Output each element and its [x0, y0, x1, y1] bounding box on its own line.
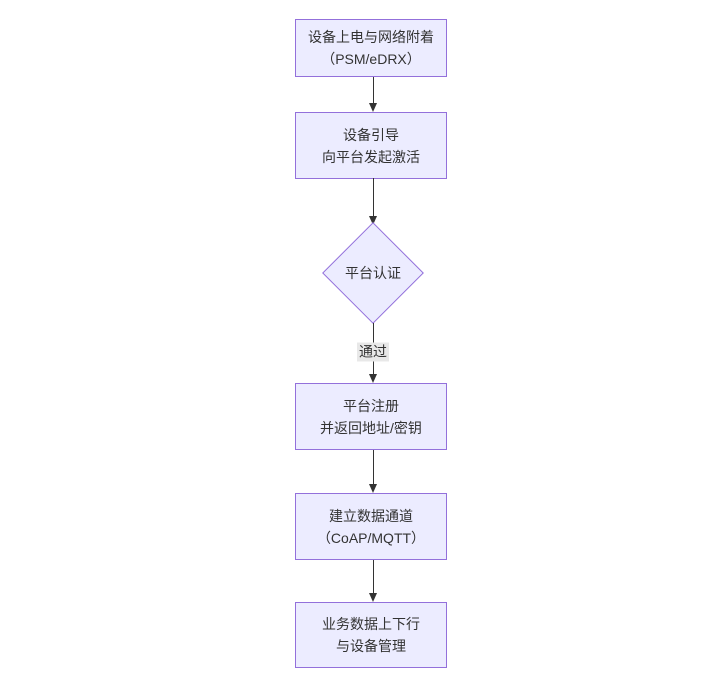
node-label-line: 建立数据通道 [329, 507, 413, 524]
node-business-data: 业务数据上下行 与设备管理 [295, 602, 447, 668]
edge-d-e [367, 450, 380, 493]
node-label-line: 与设备管理 [336, 638, 406, 654]
arrowhead-icon [369, 593, 377, 602]
arrowhead-icon [369, 216, 377, 225]
edge-line [373, 560, 374, 595]
node-device-power-on: 设备上电与网络附着 （PSM/eDRX） [295, 19, 447, 77]
edge-a-b [367, 77, 380, 112]
edge-b-c [367, 178, 380, 225]
node-label-line: 设备上电与网络附着 [308, 29, 434, 45]
node-label-line: 并返回地址/密钥 [320, 419, 422, 436]
arrowhead-icon [369, 374, 377, 383]
node-label-line: （CoAP/MQTT） [316, 529, 426, 546]
node-label-line: 业务数据上下行 [322, 616, 420, 632]
arrowhead-icon [369, 484, 377, 493]
decision-label: 平台认证 [345, 265, 401, 281]
node-platform-register: 平台注册 并返回地址/密钥 [295, 383, 447, 450]
node-label-line: （PSM/eDRX） [321, 51, 421, 67]
edge-line [373, 450, 374, 486]
node-label-line: 设备引导 [343, 126, 399, 143]
edge-e-f [367, 560, 380, 602]
node-device-bootstrap: 设备引导 向平台发起激活 [295, 112, 447, 179]
node-label-line: 平台注册 [343, 397, 399, 414]
edge-line [373, 178, 374, 218]
edge-label-pass: 通过 [357, 342, 389, 362]
node-data-channel: 建立数据通道 （CoAP/MQTT） [295, 493, 447, 560]
edge-line [373, 77, 374, 105]
node-label-line: 向平台发起激活 [322, 148, 420, 165]
arrowhead-icon [369, 103, 377, 112]
